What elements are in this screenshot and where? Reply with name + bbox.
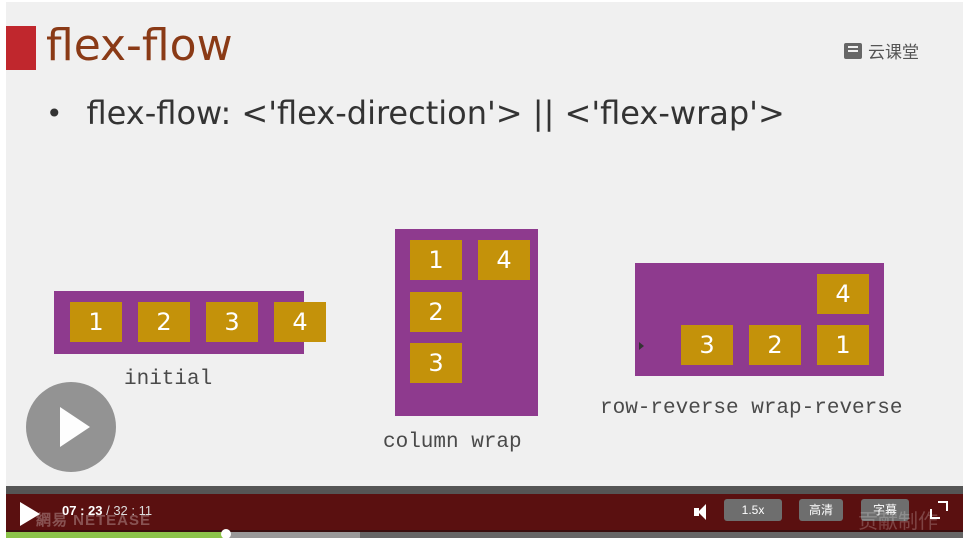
video-control-bar: 網易 NETEASE 07 : 23 / 32 : 11 1.5x 高清 字幕 … (6, 486, 963, 539)
example-caption: row-reverse wrap-reverse (600, 397, 903, 420)
bullet-text: flex-flow: <'flex-direction'> || <'flex-… (86, 94, 785, 132)
buffered-bar (226, 532, 361, 538)
fullscreen-icon[interactable] (930, 501, 948, 519)
bullet-line: • flex-flow: <'flex-direction'> || <'fle… (46, 94, 785, 132)
flex-item: 2 (138, 302, 190, 342)
subtitle-button[interactable]: 字幕 (861, 499, 909, 521)
control-bar-main: 網易 NETEASE 07 : 23 / 32 : 11 1.5x 高清 字幕 … (6, 494, 963, 533)
progress-bar[interactable] (6, 529, 963, 539)
flex-item: 2 (749, 325, 801, 365)
flex-item: 4 (817, 274, 869, 314)
speed-button[interactable]: 1.5x (724, 499, 782, 521)
book-icon (844, 42, 862, 59)
mouse-cursor-icon (639, 342, 644, 350)
bullet-icon: • (46, 96, 63, 130)
quality-button[interactable]: 高清 (799, 499, 843, 521)
netease-watermark: 網易 NETEASE (36, 512, 152, 529)
time-display: 07 : 23 / 32 : 11 (62, 503, 152, 518)
play-pause-button[interactable] (20, 502, 40, 526)
slide-title: flex-flow (46, 20, 233, 71)
played-bar (6, 532, 227, 538)
control-bar-top-strip (6, 486, 963, 494)
volume-icon[interactable] (692, 502, 714, 522)
progress-knob[interactable] (221, 529, 232, 539)
flex-item: 1 (817, 325, 869, 365)
production-watermark: 贡献制作 (858, 511, 938, 533)
play-overlay-button[interactable] (26, 382, 116, 472)
flex-item: 3 (681, 325, 733, 365)
logo-text: 云课堂 (868, 43, 919, 62)
flex-item: 1 (410, 240, 462, 280)
flex-item: 4 (274, 302, 326, 342)
total-time: / 32 : 11 (102, 503, 153, 518)
title-accent-bar (6, 26, 36, 70)
current-time: 07 : 23 (62, 503, 103, 518)
example-caption: column wrap (383, 431, 522, 454)
flex-item: 3 (206, 302, 258, 342)
flex-item: 4 (478, 240, 530, 280)
yunketang-logo: 云课堂 (844, 38, 919, 63)
slide: flex-flow 云课堂 • flex-flow: <'flex-direct… (6, 2, 963, 486)
flex-item: 1 (70, 302, 122, 342)
example-caption: initial (124, 368, 213, 391)
flex-item: 3 (410, 343, 462, 383)
flex-item: 2 (410, 292, 462, 332)
